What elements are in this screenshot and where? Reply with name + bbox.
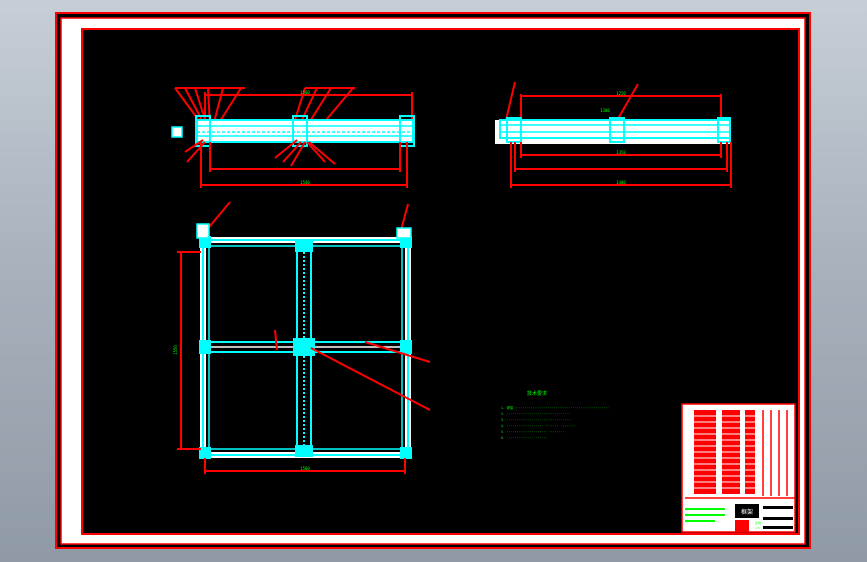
- drawing-sheet: 1500 1540 1250 1300 1: [55, 12, 811, 549]
- front-bottom-dim: 1540: [300, 180, 310, 185]
- side-dim-2: 1350: [616, 150, 626, 155]
- title-block: 框架 比例 1:5: [681, 403, 796, 533]
- side-dim-3: 1400: [616, 180, 626, 185]
- note-6: 6. ·············· ······: [501, 436, 547, 440]
- scale-value: 1:5: [755, 526, 760, 530]
- plan-view: 1550 1500: [173, 201, 431, 474]
- plan-height-dim: 1550: [173, 345, 178, 355]
- front-view: 1500 1540: [171, 87, 415, 188]
- outer-border: [55, 12, 811, 549]
- technical-notes: 技术要求 1. 焊接 ·····························…: [501, 390, 609, 440]
- side-dim-1: 1300: [600, 108, 610, 113]
- plan-width-dim: 1500: [300, 466, 310, 471]
- front-top-dim: 1500: [300, 90, 310, 95]
- side-view: 1250 1300 1350 1400: [495, 81, 732, 188]
- cad-drawing: 1500 1540 1250 1300 1: [55, 12, 811, 549]
- scale-label: 比例: [755, 520, 761, 525]
- note-3: 3. ··································: [501, 418, 572, 422]
- note-1: 1. 焊接 ··································…: [501, 405, 609, 410]
- note-5: 5. ····················· ········: [501, 430, 564, 434]
- note-4: 4. ··················· ······· ········: [501, 424, 576, 428]
- notes-heading: 技术要求: [527, 390, 547, 397]
- side-top-dim: 1250: [616, 91, 626, 96]
- note-2: 2. ·································: [501, 412, 570, 416]
- drawing-title: 框架: [741, 508, 753, 516]
